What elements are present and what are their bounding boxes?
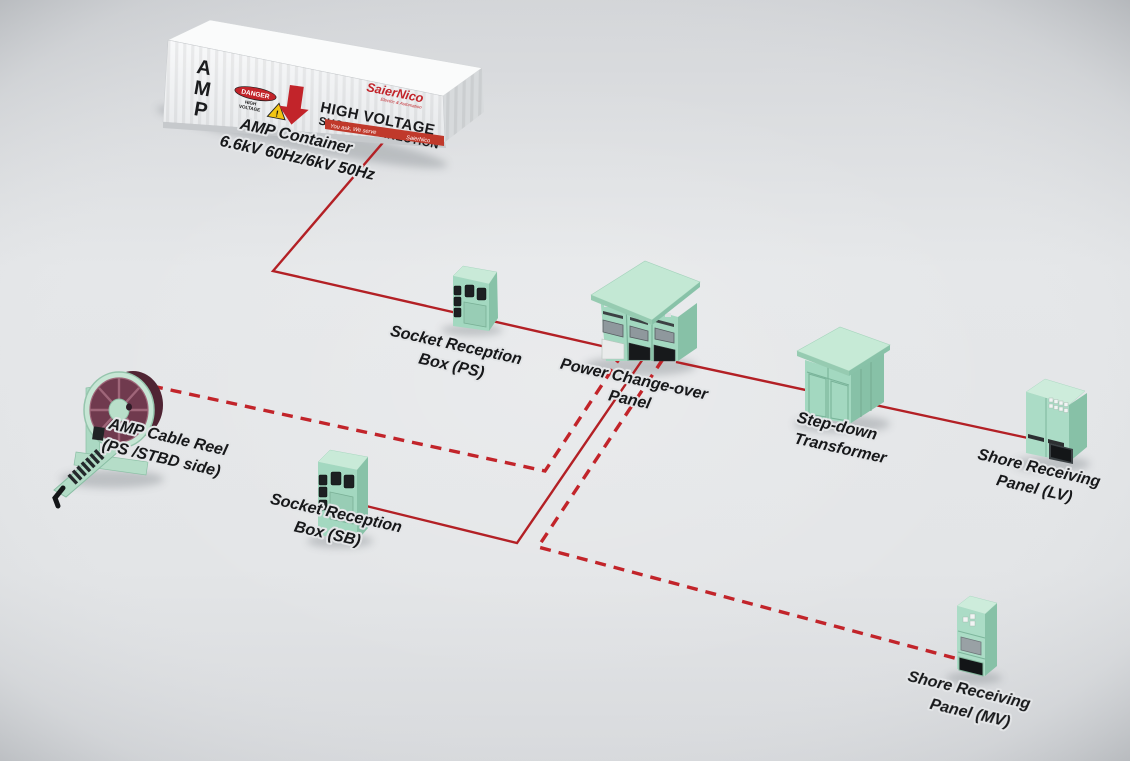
- container-bottom-rail: [163, 122, 446, 148]
- mv-display: [960, 636, 982, 656]
- warning-triangle-icon: [266, 102, 286, 121]
- mv-side-face: [985, 603, 997, 676]
- panel-roof-right-edge: [652, 282, 700, 325]
- container-front-ribs: [163, 40, 445, 142]
- stepdown-transformer: [796, 326, 891, 423]
- danger-oval: [234, 86, 277, 102]
- transformer-side-face: [851, 353, 884, 423]
- container-banner: [325, 119, 444, 146]
- reel-hole-2: [118, 426, 124, 434]
- cable-reel-to-panel-dashed: [151, 355, 623, 473]
- shore-receiving-panel-lv: [1025, 378, 1087, 464]
- lv-button-grid: [1048, 397, 1069, 413]
- reel-hole-1: [126, 403, 132, 411]
- reel-ramp-cable-rollers: [67, 449, 105, 485]
- reel-cable-end: [52, 485, 66, 509]
- mv-buttons: [962, 613, 976, 627]
- transformer-lid-right-edge: [849, 345, 890, 376]
- mv-bottom-panel: [958, 656, 984, 677]
- danger-sub1: HIGH: [245, 99, 258, 106]
- danger-sub2: VOLTAGE: [239, 104, 261, 113]
- reel-motor: [92, 426, 105, 441]
- mv-seams: [957, 630, 986, 660]
- container-end-ribs: [443, 68, 484, 142]
- ps-sockets: [453, 284, 487, 318]
- socket-reception-box-ps: [452, 265, 498, 331]
- amp-letter-p: P: [192, 98, 209, 122]
- amp-letter-m: M: [192, 77, 212, 102]
- amp-cable-reel: [52, 371, 163, 509]
- lv-slot-right: [1048, 439, 1064, 447]
- cable-panel-to-mv-dashed: [535, 358, 963, 662]
- sb-side-face: [357, 457, 368, 541]
- transformer-side-ribs: [860, 362, 872, 417]
- amp-container: A M P DANGER HIGH VOLTAGE ! SaierNico El…: [162, 19, 484, 152]
- ps-access-panel: [463, 301, 487, 328]
- warning-mark: !: [275, 108, 280, 118]
- cable-panel-to-sb-box: [357, 355, 646, 545]
- sb-access-panel: [329, 491, 354, 525]
- panel-side-face: [678, 303, 697, 361]
- sb-sockets: [318, 471, 355, 511]
- lv-slot-left: [1028, 434, 1044, 442]
- lv-side-face: [1069, 393, 1087, 462]
- amp-letter-a: A: [195, 56, 213, 80]
- ps-side-face: [489, 272, 498, 331]
- mv-top-face: [956, 595, 998, 615]
- lv-display: [1049, 443, 1073, 464]
- panel-bay-1: [601, 303, 625, 360]
- container-amp-letters: A M P: [192, 56, 213, 122]
- banner-right-text: SaierNico: [406, 135, 431, 144]
- danger-sign: DANGER HIGH VOLTAGE !: [234, 86, 286, 121]
- reel-front-flange: [83, 371, 155, 449]
- arrow-down-icon: [278, 84, 309, 125]
- shore-receiving-panel-mv: [956, 595, 998, 677]
- panel-bay-3: [653, 311, 676, 362]
- power-changeover-panel: [590, 260, 701, 362]
- panel-roof-front-edge: [591, 295, 652, 325]
- transformer-lid-front-edge: [797, 351, 849, 376]
- transformer-doors: [806, 367, 850, 422]
- socket-reception-box-sb: [317, 449, 369, 541]
